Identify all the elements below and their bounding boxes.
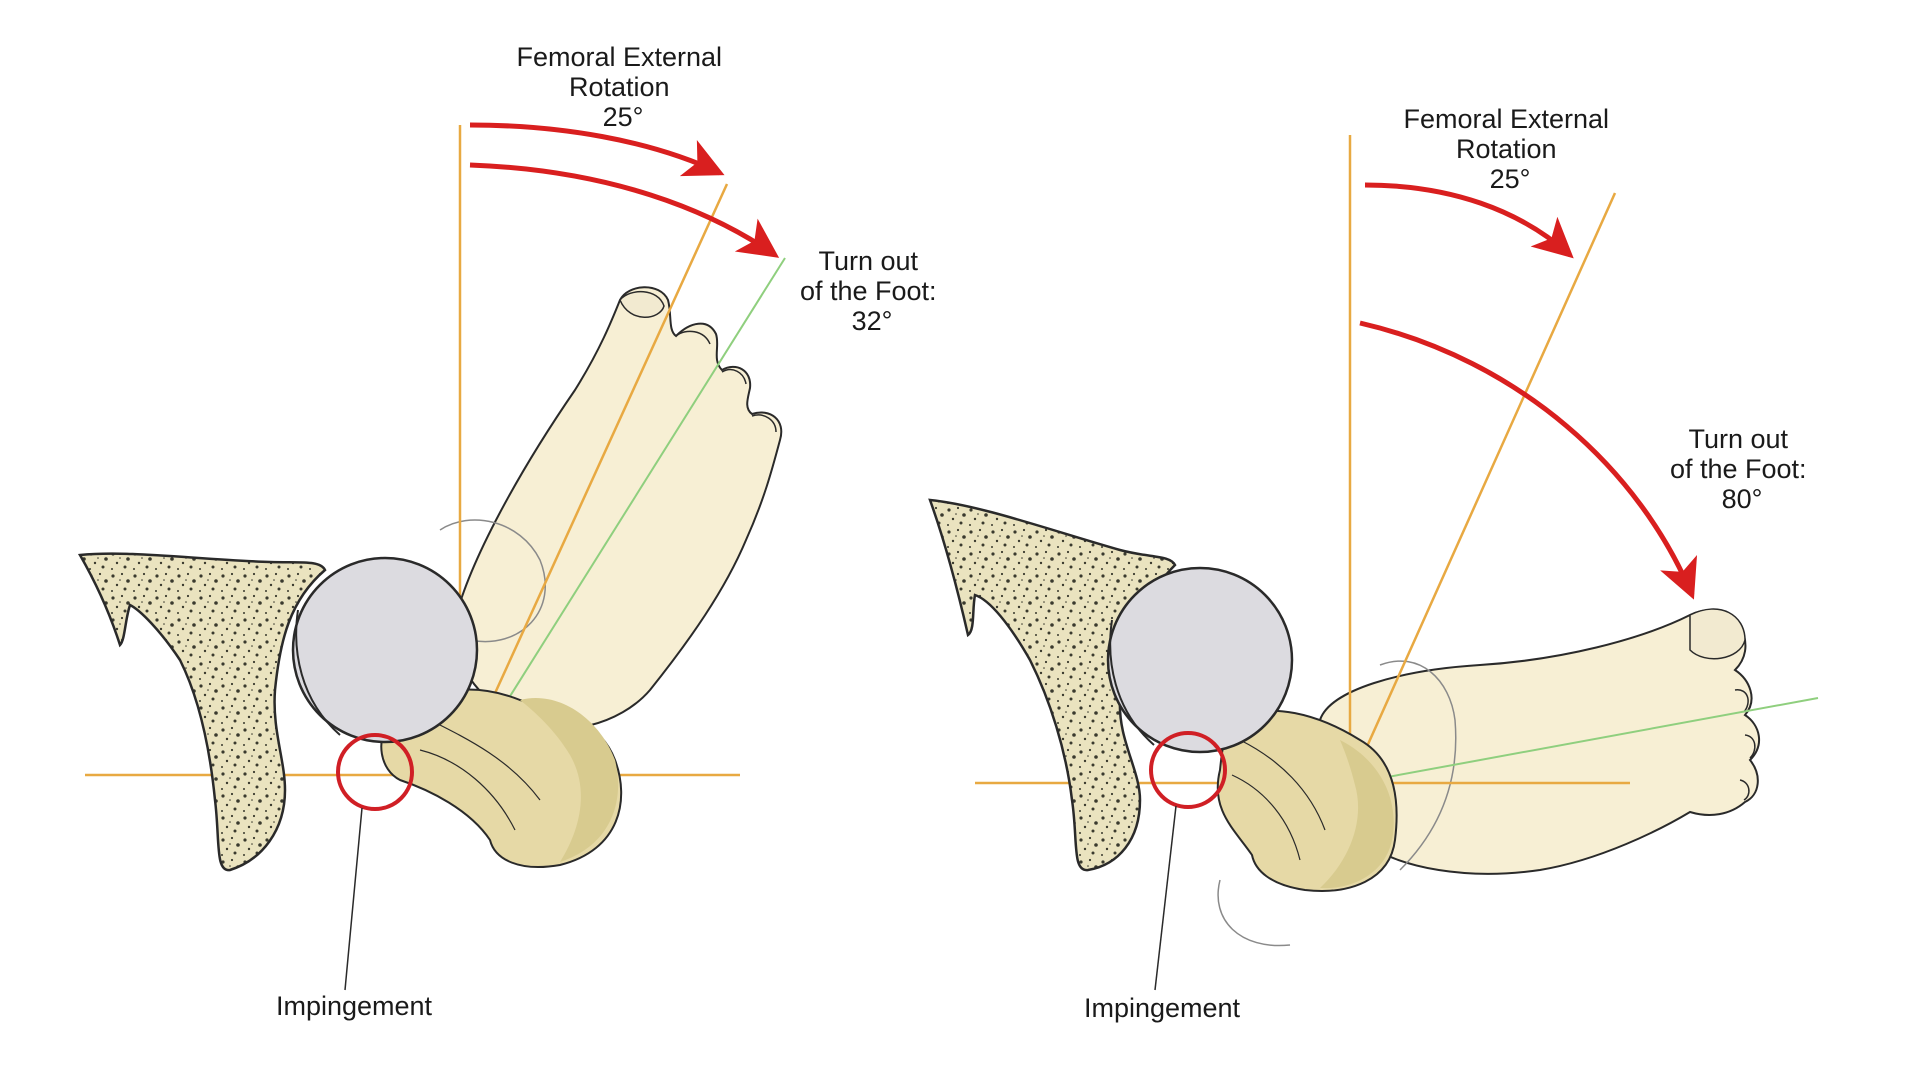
left-impingement-label: Impingement	[276, 991, 433, 1021]
left-femoral-head	[291, 556, 479, 744]
left-femoral-rotation-arrow	[469, 122, 725, 177]
right-femoral-rotation-label: Femoral External Rotation 25°	[1403, 104, 1616, 194]
left-foot-turnout-arrow	[469, 162, 780, 258]
right-pelvis-bone	[928, 498, 1177, 872]
left-pelvis-bone	[77, 552, 327, 872]
right-impingement-label: Impingement	[1084, 993, 1241, 1023]
left-foot-turnout-line2: of the Foot:	[800, 276, 937, 306]
right-foot-turnout-degrees: 80°	[1722, 484, 1763, 514]
right-femur	[1216, 709, 1398, 892]
left-impingement-circle	[336, 733, 414, 811]
right-femoral-head	[1106, 566, 1294, 754]
right-femoral-axis-line	[1350, 192, 1617, 781]
right-panel: Femoral External Rotation 25° Turn out o…	[928, 104, 1819, 1023]
left-panel: Femoral External Rotation 25° Turn out o…	[77, 42, 944, 1021]
right-foot-turnout-label: Turn out of the Foot: 80°	[1670, 424, 1814, 514]
right-foot-axis-line	[1354, 697, 1819, 784]
right-impingement-circle	[1149, 731, 1227, 809]
right-femoral-rotation-arrow	[1364, 182, 1574, 259]
left-foot	[439, 286, 783, 730]
right-impingement-leader-line	[1154, 805, 1177, 991]
right-femoral-rotation-degrees: 25°	[1490, 164, 1531, 194]
right-foot-turnout-line1: Turn out	[1688, 424, 1788, 454]
right-foot-turnout-arrow	[1359, 320, 1698, 600]
right-foot	[1217, 608, 1760, 947]
left-femoral-rotation-line1: Femoral External	[516, 42, 722, 72]
left-impingement-leader-line	[344, 807, 363, 991]
right-femoral-rotation-line1: Femoral External	[1403, 104, 1609, 134]
left-foot-turnout-label: Turn out of the Foot: 32°	[800, 246, 944, 336]
right-femoral-rotation-line2: Rotation	[1456, 134, 1557, 164]
left-foot-turnout-line1: Turn out	[818, 246, 918, 276]
left-femoral-rotation-line2: Rotation	[569, 72, 670, 102]
left-foot-turnout-degrees: 32°	[852, 306, 893, 336]
left-femoral-rotation-degrees: 25°	[603, 102, 644, 132]
left-femoral-axis-line	[458, 183, 729, 771]
left-foot-axis-line	[469, 257, 786, 761]
right-foot-turnout-line2: of the Foot:	[1670, 454, 1807, 484]
left-femoral-rotation-label: Femoral External Rotation 25°	[516, 42, 729, 132]
